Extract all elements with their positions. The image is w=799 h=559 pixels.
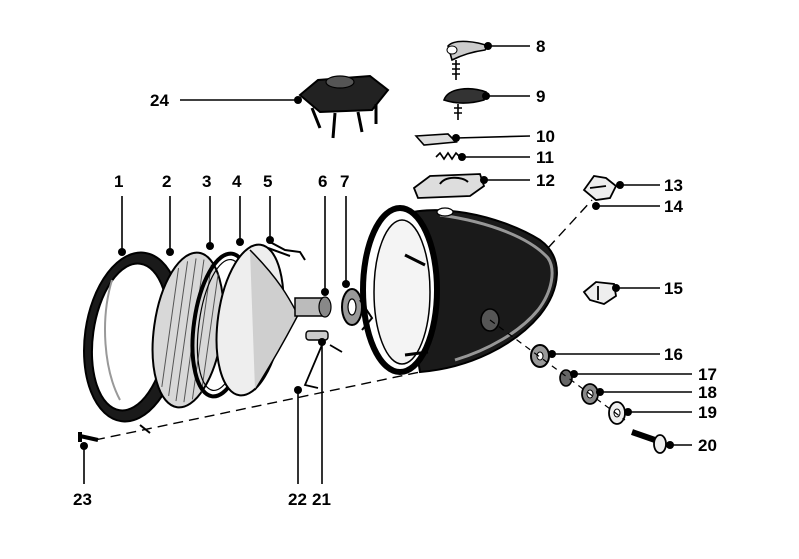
- callout-17: 17: [698, 365, 717, 384]
- callout-19: 19: [698, 403, 717, 422]
- fastener-hardware: [480, 308, 667, 454]
- callout-2: 2: [162, 172, 171, 191]
- callout-23: 23: [73, 490, 92, 509]
- callout-11: 11: [536, 148, 554, 167]
- callout-10: 10: [536, 127, 555, 146]
- callout-3: 3: [202, 172, 211, 191]
- callout-7: 7: [340, 172, 349, 191]
- callout-9: 9: [536, 87, 545, 106]
- reflector: [215, 243, 299, 397]
- callout-24: 24: [150, 91, 169, 110]
- cover-cap: [298, 74, 390, 139]
- parts-drawing: [78, 40, 667, 454]
- callout-14: 14: [664, 197, 683, 216]
- wing-screw: [442, 87, 487, 120]
- callout-18: 18: [698, 383, 717, 402]
- headlamp-shell: [360, 205, 558, 375]
- small-spring: [435, 151, 461, 161]
- retaining-clip: [582, 175, 618, 201]
- callout-15: 15: [664, 279, 683, 298]
- callout-20: 20: [698, 436, 717, 455]
- contact-parts: [303, 330, 343, 389]
- assembly-line: [489, 319, 626, 421]
- callout-labels: 1 2 3 4 5 6 7 8 9 10 11 12 13 14 15 16 1…: [73, 37, 717, 509]
- leader-lines: [80, 42, 692, 484]
- callout-21: 21: [312, 490, 331, 509]
- callout-6: 6: [318, 172, 327, 191]
- assembly-line: [94, 371, 421, 441]
- callout-13: 13: [664, 176, 683, 195]
- callout-5: 5: [263, 172, 272, 191]
- mounting-bracket: [582, 281, 617, 305]
- assembly-line: [547, 199, 593, 249]
- callout-22: 22: [288, 490, 307, 509]
- bracket-plate: [414, 133, 458, 146]
- callout-4: 4: [232, 172, 242, 191]
- lamp-socket: [341, 288, 374, 331]
- callout-1: 1: [114, 172, 123, 191]
- spring-clip: [267, 241, 306, 261]
- eye-screw: [446, 40, 490, 80]
- callout-8: 8: [536, 37, 545, 56]
- clamp-plate: [412, 173, 486, 199]
- bulb-holder: [294, 296, 332, 318]
- callout-16: 16: [664, 345, 683, 364]
- callout-12: 12: [536, 171, 555, 190]
